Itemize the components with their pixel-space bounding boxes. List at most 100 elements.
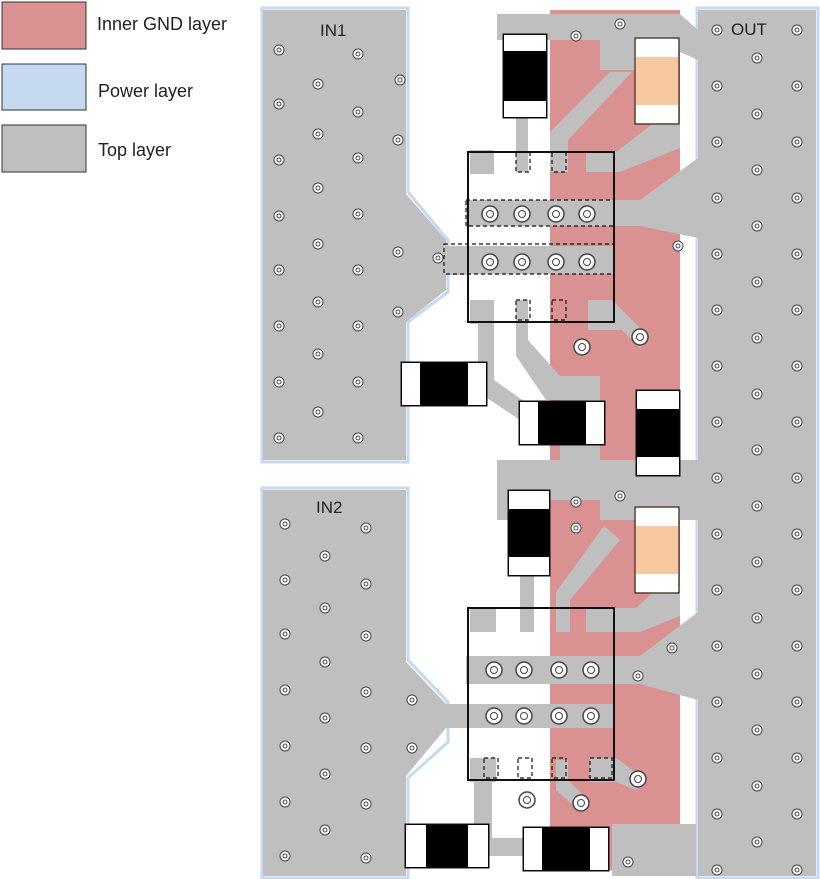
via-drill (355, 323, 361, 329)
via (550, 707, 568, 725)
pour-label-in2: IN2 (316, 498, 342, 517)
via (751, 220, 763, 232)
via-drill (322, 771, 328, 777)
via-drill (555, 712, 563, 720)
via (273, 210, 285, 222)
via (711, 472, 723, 484)
via-drill (315, 131, 321, 137)
trace-upper-left-pad (470, 150, 494, 174)
via (273, 376, 285, 388)
via-drill (754, 335, 760, 341)
via (273, 432, 285, 444)
via-drill (754, 223, 760, 229)
via-drill (714, 867, 720, 873)
via-drill (714, 83, 720, 89)
via-drill (754, 447, 760, 453)
via-drill (363, 581, 369, 587)
via (352, 208, 364, 220)
via-drill (794, 195, 800, 201)
via-drill (587, 712, 595, 720)
trace-res-join (488, 838, 528, 856)
via (312, 348, 324, 360)
via (751, 444, 763, 456)
via-drill (282, 799, 288, 805)
legend-label-power: Power layer (98, 81, 193, 101)
via-drill (714, 531, 720, 537)
via (751, 108, 763, 120)
via (711, 416, 723, 428)
via-drill (714, 811, 720, 817)
via (352, 376, 364, 388)
via (791, 528, 803, 540)
component-resistor-5 (522, 826, 610, 872)
via (319, 656, 331, 668)
via (360, 522, 372, 534)
via-drill (714, 419, 720, 425)
via-drill (714, 755, 720, 761)
via (485, 707, 503, 725)
via-drill (276, 267, 282, 273)
via (578, 205, 596, 223)
via-drill (322, 659, 328, 665)
via-drill (363, 855, 369, 861)
via-drill (315, 351, 321, 357)
trace-lower-bot-col (474, 770, 492, 840)
via (360, 742, 372, 754)
via-drill (794, 699, 800, 705)
via (711, 304, 723, 316)
via (481, 205, 499, 223)
via-drill (794, 363, 800, 369)
legend-label-gnd: Inner GND layer (97, 14, 227, 34)
via (273, 264, 285, 276)
via (352, 432, 364, 444)
via-drill (617, 21, 623, 27)
via (547, 253, 565, 271)
via (547, 205, 565, 223)
via-drill (754, 279, 760, 285)
legend-label-top: Top layer (98, 140, 171, 160)
via-drill (409, 697, 415, 703)
via (711, 696, 723, 708)
via-drill (486, 210, 494, 218)
via (518, 791, 536, 809)
via (791, 416, 803, 428)
via (570, 496, 582, 508)
via-drill (355, 109, 361, 115)
via-drill (322, 715, 328, 721)
via (791, 304, 803, 316)
via-drill (794, 307, 800, 313)
ic-outlines (467, 151, 615, 781)
via (550, 661, 568, 679)
via-drill (794, 755, 800, 761)
via (711, 192, 723, 204)
via-drill (322, 605, 328, 611)
via-drill (520, 712, 528, 720)
via-drill (583, 210, 591, 218)
via (622, 856, 634, 868)
via (279, 518, 291, 530)
via (573, 338, 591, 356)
via (582, 661, 600, 679)
component-lower-diode (507, 489, 551, 577)
component-upper-capacitor (634, 37, 680, 125)
via (406, 742, 418, 754)
via-drill (754, 615, 760, 621)
ic-lower-pin-4 (589, 757, 613, 779)
trace-lower-vert (520, 568, 534, 632)
via-drill (315, 409, 321, 415)
via-drill (315, 185, 321, 191)
via-drill (282, 631, 288, 637)
via-drill (794, 475, 800, 481)
via-drill (754, 559, 760, 565)
via (360, 686, 372, 698)
via-drill (794, 251, 800, 257)
via (711, 248, 723, 260)
via-drill (754, 111, 760, 117)
via (273, 98, 285, 110)
via (570, 30, 582, 42)
via-drill (355, 211, 361, 217)
via (711, 864, 723, 876)
via-drill (363, 525, 369, 531)
legend: Inner GND layer Power layer Top layer (1, 1, 227, 173)
